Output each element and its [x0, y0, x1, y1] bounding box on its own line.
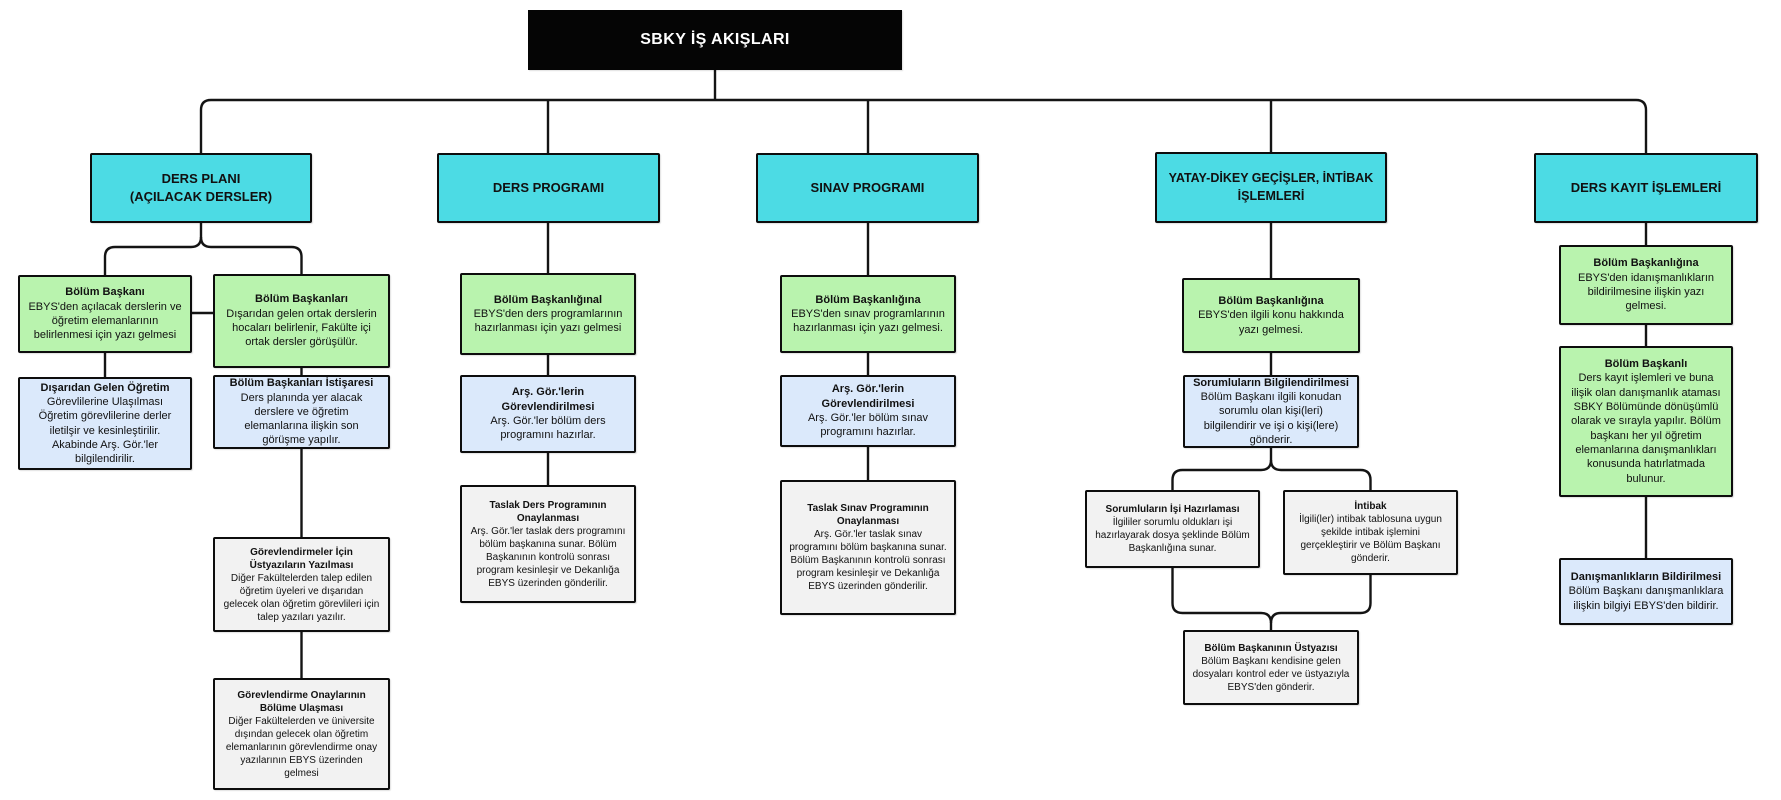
node-body: Bölüm Başkanı kendisine gelen dosyaları …: [1192, 655, 1350, 693]
node-title: Bölüm Başkanlı: [1604, 358, 1688, 371]
node-title: Bölüm Başkanlığınal: [493, 293, 603, 306]
connector-bus: [199, 98, 1648, 153]
node-danismanlik-yazi: Bölüm Başkanlığına EBYS'den idanışmanlık…: [1559, 245, 1733, 325]
node-title: Bölüm Başkanlığına: [1218, 295, 1324, 308]
connector-b1-split-left: [103, 223, 203, 275]
node-body: Bölüm Başkanı danışmanlıklara ilişkin bi…: [1568, 585, 1724, 612]
node-body: EBYS'den idanışmanlıkların bildirilmesin…: [1577, 271, 1714, 313]
connector-b4-split-right: [1269, 459, 1372, 490]
branch-header-gecisler: YATAY-DİKEY GEÇİŞLER, İNTİBAK İŞLEMLERİ: [1155, 152, 1387, 223]
node-sorumlularin-isi-hazirlamasi: Sorumluların İşi Hazırlaması İlgililer s…: [1085, 490, 1260, 568]
node-title: Dışarıdan Gelen Öğretim: [40, 381, 170, 394]
branch-header-ders-kayit: DERS KAYIT İŞLEMLERİ: [1534, 153, 1758, 223]
node-body: Ders planında yer alacak derslere ve öğr…: [240, 391, 363, 447]
node-body: Arş. Gör.'ler bölüm ders programını hazı…: [490, 415, 606, 442]
node-disaridan-gelen-ogretim: Dışarıdan Gelen Öğretim Görevlilerine Ul…: [18, 377, 192, 470]
node-title: Bölüm Başkanları: [255, 293, 348, 306]
node-body: Arş. Gör.'ler taslak ders programını böl…: [470, 525, 626, 589]
node-taslak-sinav-programi: Taslak Sınav Programının Onaylanması Arş…: [780, 480, 956, 615]
node-title: Bölüm Başkanının Üstyazısı: [1204, 642, 1338, 654]
node-title: Görevlendirme Onaylarının Bölüme Ulaşmas…: [237, 689, 366, 714]
node-body: EBYS'den ders programlarının hazırlanmas…: [473, 307, 623, 335]
branch-header-sinav-programi: SINAV PROGRAMI: [756, 153, 979, 223]
node-title: Danışmanlıkların Bildirilmesi: [1570, 571, 1722, 584]
node-body: Dışarıdan gelen ortak derslerin hocaları…: [226, 307, 377, 349]
node-body: İlgili(ler) intibak tablosuna uygun şeki…: [1299, 514, 1442, 564]
node-title: Bölüm Başkanlığına: [1593, 257, 1699, 270]
node-gorevlendirme-onaylari: Görevlendirme Onaylarının Bölüme Ulaşmas…: [213, 678, 390, 790]
node-baskanlari-istisaresi: Bölüm Başkanları İstişaresi Ders planınd…: [213, 375, 390, 449]
node-body: EBYS'den açılacak derslerin ve öğretim e…: [28, 300, 182, 342]
connector-b4-split-left: [1171, 448, 1273, 490]
node-taslak-ders-programi: Taslak Ders Programının Onaylanması Arş.…: [460, 485, 636, 603]
node-danismanliklarin-bildirilmesi: Danışmanlıkların Bildirilmesi Bölüm Başk…: [1559, 558, 1733, 625]
node-body: Bölüm Başkanı ilgili konudan sorumlu ola…: [1200, 391, 1342, 446]
node-body: Diğer Fakültelerden talep edilen öğretim…: [223, 572, 380, 623]
node-title: İntibak: [1354, 501, 1387, 512]
diagram-title: SBKY İŞ AKIŞLARI: [528, 10, 902, 70]
node-gorevlendirme-ustyazilari: Görevlendirmeler İçin Üstyazıların Yazıl…: [213, 537, 390, 632]
node-sinav-arsgor-gorevlendirme: Arş. Gör.'lerin Görevlendirilmesi Arş. G…: [780, 375, 956, 447]
node-title: Bölüm Başkanı: [65, 286, 145, 299]
node-baskanin-ustyazisi: Bölüm Başkanının Üstyazısı Bölüm Başkanı…: [1183, 630, 1359, 705]
node-title: Bölüm Başkanları İstişaresi: [229, 377, 374, 390]
node-bolum-baskanlari: Bölüm Başkanları Dışarıdan gelen ortak d…: [213, 274, 390, 368]
node-title: Taslak Sınav Programının Onaylanması: [807, 503, 929, 527]
node-ders-kayit-baskanligi: Bölüm Başkanlı Ders kayıt işlemleri ve b…: [1559, 346, 1733, 497]
node-sorumlularin-bilgilendirilmesi: Sorumluların Bilgilendirilmesi Bölüm Baş…: [1183, 375, 1359, 448]
node-title: Arş. Gör.'lerin Görevlendirilmesi: [821, 383, 915, 410]
node-body: Arş. Gör.'ler bölüm sınav programını haz…: [807, 412, 929, 439]
node-title: Sorumluların Bilgilendirilmesi: [1193, 376, 1349, 389]
node-title: Bölüm Başkanlığına: [815, 293, 921, 306]
node-ders-programi-yazi: Bölüm Başkanlığınal EBYS'den ders progra…: [460, 273, 636, 355]
node-body: Diğer Fakültelerden ve üniversite dışınd…: [225, 715, 378, 779]
connector-b1-split-right: [199, 236, 303, 274]
node-title: Arş. Gör.'lerin Görevlendirilmesi: [501, 386, 595, 413]
node-intibak: İntibak İlgili(ler) intibak tablosuna uy…: [1283, 490, 1458, 575]
node-body: Görevlilerine Ulaşılması Öğretim görevli…: [38, 395, 172, 466]
node-title: Taslak Ders Programının Onaylanması: [489, 499, 607, 524]
node-ders-arsgor-gorevlendirme: Arş. Gör.'lerin Görevlendirilmesi Arş. G…: [460, 375, 636, 453]
node-gecis-yazi: Bölüm Başkanlığına EBYS'den ilgili konu …: [1182, 278, 1360, 353]
node-title: Görevlendirmeler İçin Üstyazıların Yazıl…: [249, 546, 354, 571]
node-title: Sorumluların İşi Hazırlaması: [1105, 504, 1240, 515]
node-body: Ders kayıt işlemleri ve buna ilişik olan…: [1571, 372, 1721, 485]
branch-header-ders-programi: DERS PROGRAMI: [437, 153, 660, 223]
node-body: Arş. Gör.'ler taslak sınav programını bö…: [789, 529, 947, 592]
node-sinav-programi-yazi: Bölüm Başkanlığına EBYS'den sınav progra…: [780, 275, 956, 353]
node-body: EBYS'den sınav programlarının hazırlanma…: [791, 307, 945, 335]
connector-b4-merge-left: [1171, 568, 1273, 630]
branch-header-ders-plani: DERS PLANI (AÇILACAK DERSLER): [90, 153, 312, 223]
node-body: EBYS'den ilgili konu hakkında yazı gelme…: [1198, 309, 1344, 336]
connector-b4-merge-right: [1269, 575, 1372, 624]
node-bolum-baskani: Bölüm Başkanı EBYS'den açılacak dersleri…: [18, 275, 192, 353]
node-body: İlgililer sorumlu oldukları işi hazırlay…: [1095, 517, 1250, 554]
